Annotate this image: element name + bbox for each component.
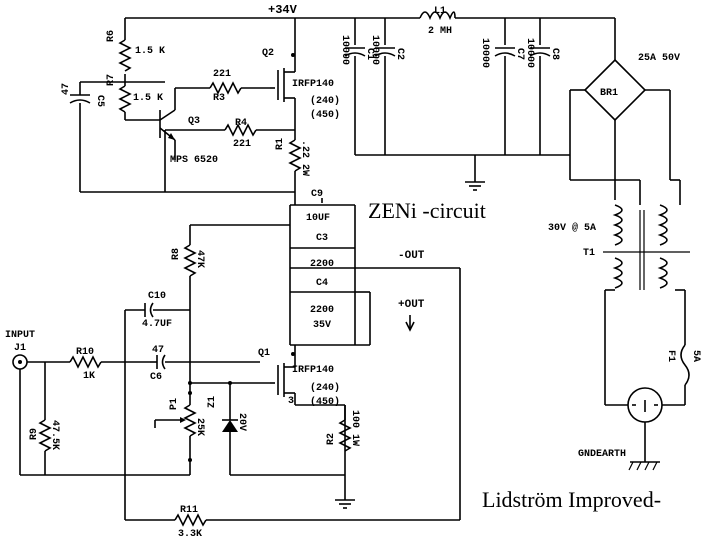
C9-ref: C9: [311, 189, 323, 200]
C5-ref: C5: [94, 95, 105, 107]
Z1-value: 20V: [236, 413, 247, 431]
P1-ref: P1: [169, 398, 180, 410]
C4-volt: 35V: [313, 320, 331, 331]
fuse-F1: [680, 344, 690, 386]
R10-ref: R10: [76, 347, 94, 358]
C7-value: 10000: [479, 38, 490, 68]
resistor-R3: [209, 81, 242, 95]
BR1-ref: BR1: [600, 88, 618, 99]
main-title: ZENi -circuit: [368, 198, 486, 223]
L1-ref: L1: [434, 6, 446, 17]
C1-ref: C1: [364, 48, 375, 60]
F1-ref: F1: [665, 350, 676, 362]
resistor-R2: [338, 419, 352, 452]
resistor-R9: [38, 419, 52, 452]
R4-value: 221: [233, 139, 251, 150]
Q1-part: IRFP140: [292, 365, 334, 376]
C6-ref: C6: [150, 372, 162, 383]
out-neg-label: -OUT: [398, 250, 425, 262]
Q2-alt1: (240): [310, 95, 340, 107]
R1-ref: R1: [275, 138, 286, 150]
R6-ref: R6: [106, 30, 117, 42]
R7-value: 1.5 K: [133, 93, 163, 104]
transformer-T1-secondary-b: [657, 204, 668, 246]
C3-ref: C3: [316, 233, 328, 244]
C8-ref: C8: [549, 48, 560, 60]
C1-value: 10000: [339, 35, 350, 65]
out-pos-label: +OUT: [398, 299, 425, 311]
R8-ref: R8: [171, 248, 182, 260]
C10-ref: C10: [148, 291, 166, 302]
resistor-R11: [174, 513, 207, 527]
T1-value: 30V @ 5A: [548, 222, 596, 234]
resistor-R8: [183, 244, 197, 277]
BR1-value: 25A 50V: [638, 53, 680, 64]
R9-ref: R9: [29, 428, 40, 440]
resistor-R1: [288, 139, 302, 172]
R9-value: 47.5K: [49, 420, 60, 450]
R3-ref: R3: [213, 93, 225, 104]
Q2-part: IRFP140: [292, 79, 334, 90]
C8-value: 10000: [524, 38, 535, 68]
zener-Z1: [222, 420, 238, 432]
transformer-T1-primary-b: [657, 257, 668, 289]
C4-ref: C4: [316, 278, 328, 289]
gndearth-label: GNDEARTH: [578, 449, 626, 460]
J1-ref: J1: [14, 343, 26, 354]
C9-value: 10UF: [306, 213, 330, 224]
C2-value: 10000: [369, 35, 380, 65]
R11-value: 3.3K: [178, 529, 202, 540]
resistor-R7: [118, 85, 132, 113]
R10-value: 1K: [83, 371, 95, 382]
Q3-part: MPS 6520: [170, 155, 218, 166]
R11-ref: R11: [180, 505, 198, 516]
L1-value: 2 MH: [428, 26, 452, 37]
Q1-pin: 3: [288, 396, 294, 407]
R3-value: 221: [213, 69, 231, 80]
inductor-L1: [419, 11, 456, 21]
C3-value: 2200: [310, 259, 334, 270]
R6-value: 1.5 K: [135, 46, 165, 57]
C2-ref: C2: [394, 48, 405, 60]
C5-value: 47: [61, 83, 72, 95]
potentiometer-P1: [183, 404, 197, 437]
R2-ref: R2: [326, 433, 337, 445]
R2-value: 100 1W: [349, 410, 360, 446]
C4-value: 2200: [310, 305, 334, 316]
R1-value: .22 2W: [299, 140, 310, 176]
C6-value: 47: [152, 345, 164, 356]
P1-value: 25K: [194, 418, 205, 436]
footer-title: Lidström Improved-: [482, 487, 661, 512]
R8-value: 47K: [194, 250, 205, 268]
Z1-ref: Z1: [207, 396, 218, 408]
C10-value: 4.7UF: [142, 319, 172, 330]
T1-ref: T1: [583, 248, 595, 259]
F1-value: 5A: [690, 350, 701, 362]
Q2-ref: Q2: [262, 48, 274, 59]
transformer-T1-primary-a: [612, 257, 623, 289]
Q3-ref: Q3: [188, 116, 200, 127]
Q1-alt1: (240): [310, 382, 340, 394]
resistor-R4: [224, 123, 257, 137]
transformer-T1-secondary-a: [612, 204, 623, 246]
input-label: INPUT: [5, 330, 35, 341]
resistor-R6: [118, 39, 132, 72]
resistor-R10: [69, 355, 102, 369]
vplus-label: +34V: [268, 3, 298, 17]
Q2-alt2: (450): [310, 109, 340, 121]
C7-ref: C7: [514, 48, 525, 60]
Q1-ref: Q1: [258, 348, 270, 359]
Q1-alt2: (450): [310, 396, 340, 408]
R4-ref: R4: [235, 118, 247, 129]
R7-ref: R7: [106, 74, 117, 86]
